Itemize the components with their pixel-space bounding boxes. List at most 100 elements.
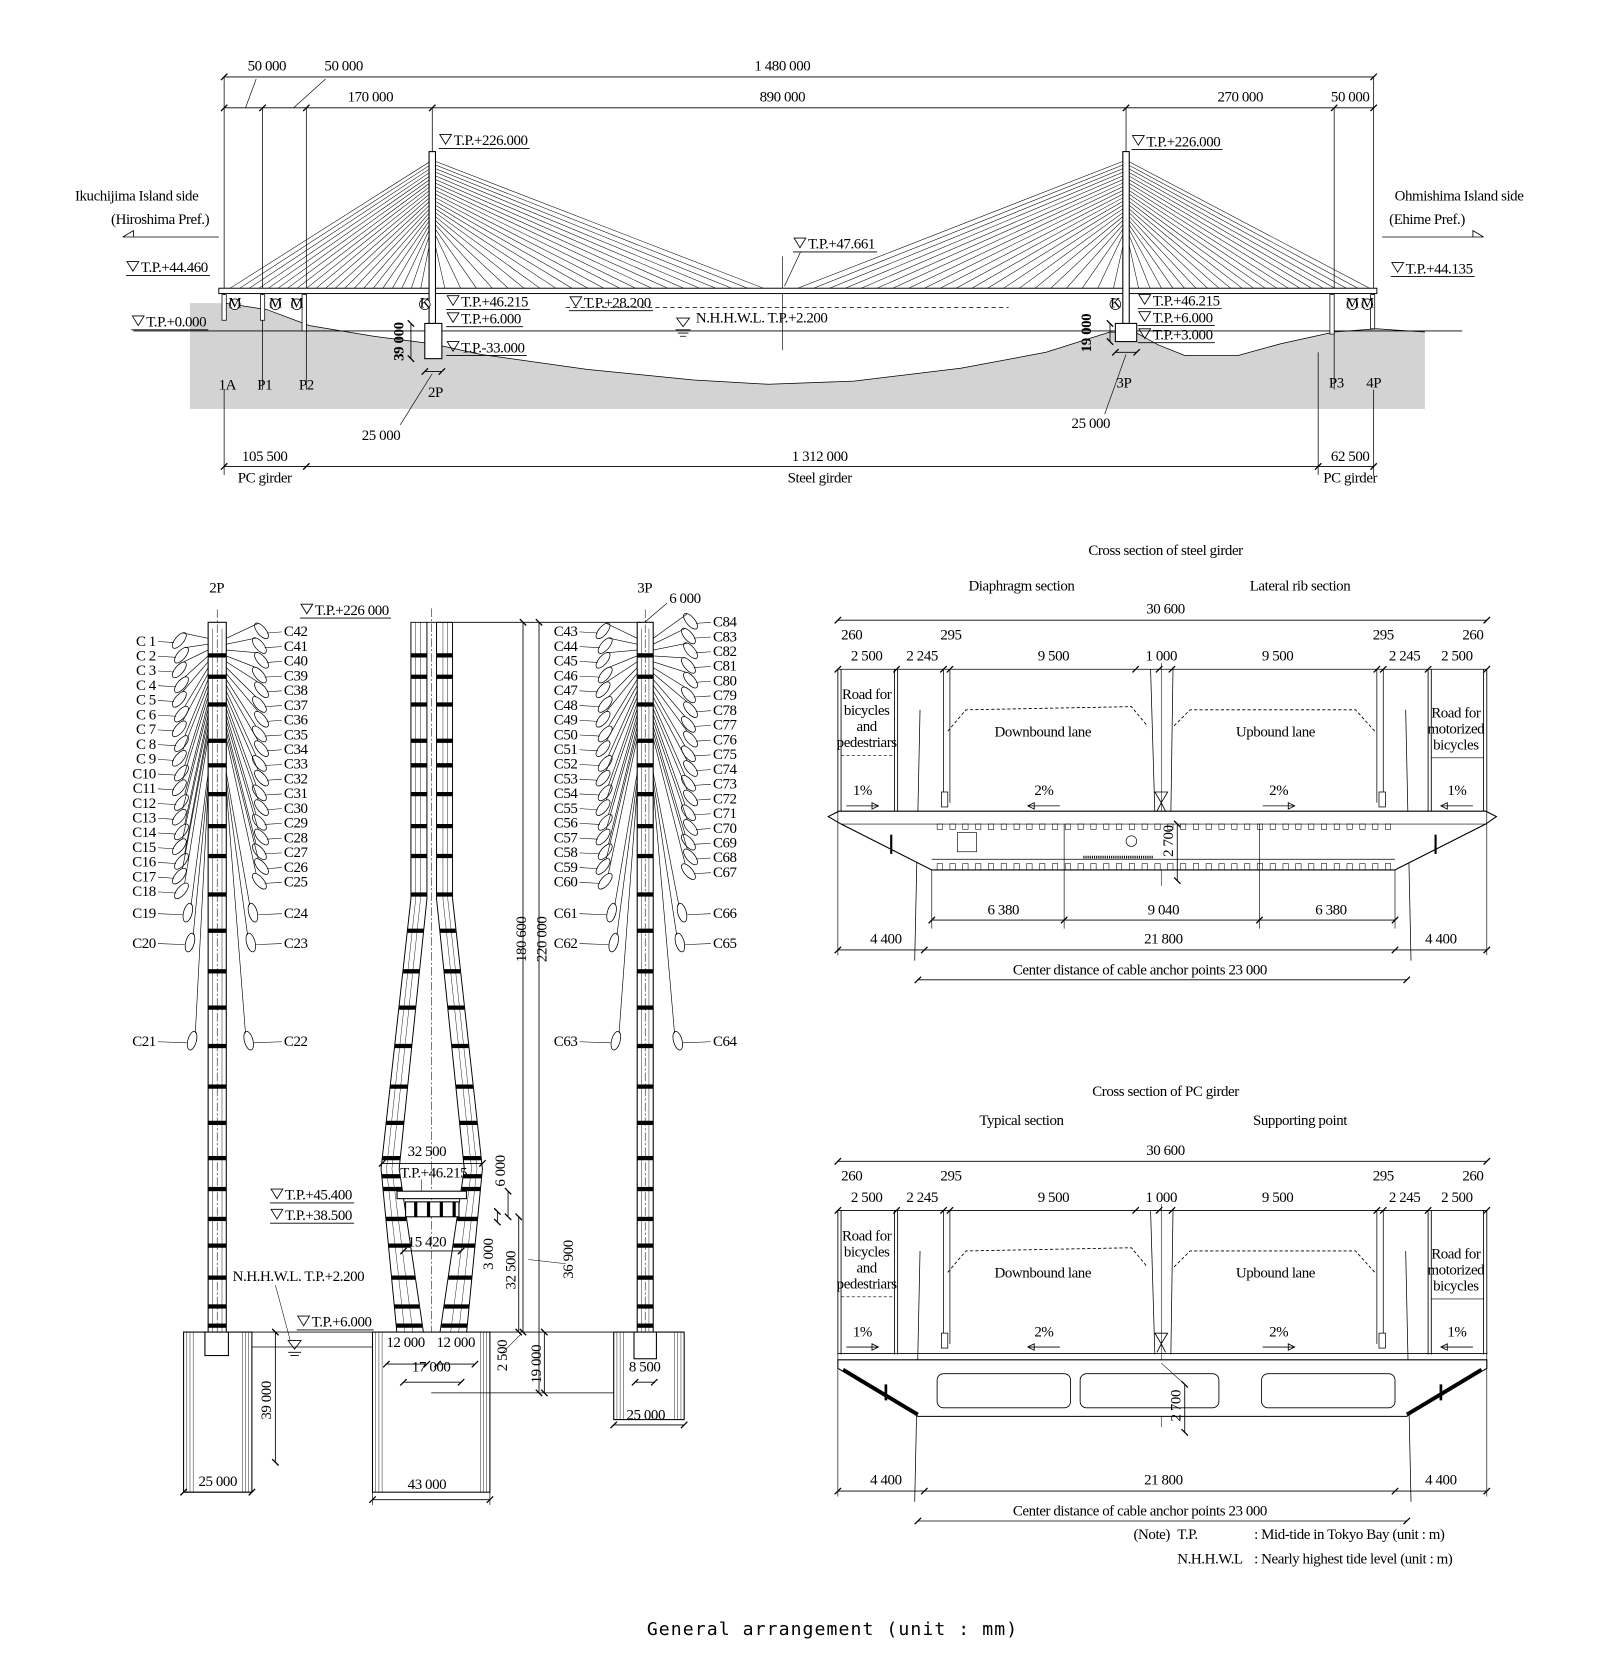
- tower-base-3p: [633, 1331, 657, 1360]
- anchor-distance-label: Center distance of cable anchor points 2…: [1013, 963, 1267, 979]
- stay-cable: [184, 667, 209, 707]
- cable-anchor-icon: [683, 848, 698, 866]
- light-pole-base: [941, 1332, 949, 1349]
- cable-anchor-icon: [597, 696, 613, 713]
- cable-label: C52: [554, 757, 578, 773]
- deck-rib: [1013, 823, 1020, 830]
- deck-rib: [1116, 823, 1123, 830]
- leader-line: [579, 661, 598, 663]
- stay-cable: [985, 203, 1127, 290]
- stay-cable: [432, 228, 462, 290]
- stay-cable: [225, 691, 257, 757]
- tower-segment-joint: [637, 653, 654, 658]
- bottom-flange-label: 6 380: [988, 903, 1019, 919]
- stay-cable: [606, 623, 638, 639]
- cable-anchor-icon: [681, 833, 696, 851]
- cable-anchor-icon: [171, 750, 187, 767]
- stay-cable: [432, 217, 510, 290]
- dim-footing-width-3p: 25 000: [1072, 416, 1111, 432]
- stay-cable: [225, 772, 251, 906]
- bridge-deck: [218, 287, 1378, 295]
- dimension-tick: [920, 1487, 928, 1495]
- section-width-label: 30 600: [1146, 1143, 1185, 1159]
- stay-cable: [826, 167, 1127, 290]
- dim-32500: 32 500: [504, 1251, 520, 1290]
- stay-cable: [606, 661, 638, 683]
- traffic-clearance-outline: [947, 1247, 1376, 1273]
- deck-rib: [936, 823, 943, 830]
- slope-label: 2%: [1269, 1324, 1288, 1340]
- level-marker-icon: [446, 312, 524, 328]
- leader-line: [157, 773, 177, 776]
- cable-label: C80: [713, 673, 737, 689]
- cable-label: C37: [284, 698, 309, 714]
- cable-label: C71: [713, 806, 737, 822]
- deck-rib: [1282, 823, 1289, 830]
- leader-line: [683, 1041, 711, 1044]
- cable-anchor-icon: [595, 710, 611, 728]
- overhang-label: 4 400: [1425, 1473, 1456, 1489]
- stay-cable: [1125, 213, 1198, 290]
- bottom-rib: [949, 863, 956, 871]
- cable-label: C48: [554, 698, 578, 714]
- lane-width-label: 2 245: [906, 649, 937, 665]
- cable-label: C78: [713, 703, 737, 719]
- tower-segment-joint: [637, 1275, 654, 1280]
- level-tower-top-3p: T.P.+226.000: [1146, 134, 1220, 150]
- stay-cable: [1125, 170, 1337, 290]
- median-barrier-icon: [1154, 791, 1169, 812]
- cable-label: C81: [713, 659, 737, 675]
- dimension-tick: [535, 1389, 543, 1397]
- stay-cable: [1065, 221, 1127, 290]
- stay-cable: [605, 673, 638, 712]
- bottom-rib: [1026, 863, 1033, 871]
- stay-cable: [226, 637, 257, 645]
- downbound-lane-label: Downbound lane: [995, 1266, 1092, 1282]
- tower-3p: [1122, 151, 1130, 324]
- dimension-tick: [407, 355, 415, 363]
- lane-width-label: 260: [1462, 627, 1483, 643]
- drawing-line: [1161, 1362, 1185, 1385]
- level-marker-icon: [125, 261, 210, 276]
- tower-segment-joint: [637, 969, 654, 974]
- stay-cable: [605, 685, 638, 742]
- bottom-rib: [1295, 863, 1302, 871]
- stay-cable: [653, 673, 688, 703]
- lane-width-label: 2 245: [1389, 1190, 1420, 1206]
- cable-anchor-icon: [606, 902, 617, 923]
- cable-anchor-icon: [252, 666, 267, 684]
- bottom-rib: [1346, 863, 1353, 871]
- pier-column: [301, 294, 307, 332]
- median-line: [1170, 1210, 1174, 1355]
- cable-anchor-icon: [252, 873, 267, 890]
- deck-rib: [1333, 823, 1340, 830]
- cable-anchor-icon: [186, 1030, 198, 1051]
- cable-label: C35: [284, 727, 308, 743]
- leader-line: [579, 793, 600, 796]
- dim-3000: 3 000: [481, 1238, 497, 1269]
- stay-cable: [225, 726, 257, 845]
- stay-cable: [184, 691, 209, 766]
- dim-15420: 15 420: [408, 1235, 447, 1251]
- pier-column: [221, 294, 227, 321]
- bearing-symbol-icon: [1109, 298, 1122, 310]
- stay-cable: [652, 787, 675, 1034]
- dimension-tick: [650, 1378, 658, 1386]
- leader-line: [266, 808, 282, 810]
- leader-line: [693, 754, 711, 757]
- leader-line: [266, 837, 282, 840]
- cable-label: C63: [554, 1034, 578, 1050]
- deck-rib: [1193, 823, 1199, 830]
- bearing-type-label: M: [228, 295, 241, 311]
- dimension-tick: [1168, 665, 1176, 673]
- light-pole-base: [1378, 791, 1386, 808]
- tower-segment-joint: [208, 853, 227, 859]
- stay-cable: [225, 708, 259, 801]
- cable-anchor-icon: [597, 814, 613, 831]
- level-deck-2p: T.P.+46.215: [461, 294, 528, 310]
- cable-label: C70: [713, 821, 737, 837]
- stay-cable: [969, 199, 1127, 290]
- dimension-tick: [1106, 319, 1114, 328]
- stay-cable: [938, 192, 1127, 290]
- dimension-tick: [271, 1328, 280, 1336]
